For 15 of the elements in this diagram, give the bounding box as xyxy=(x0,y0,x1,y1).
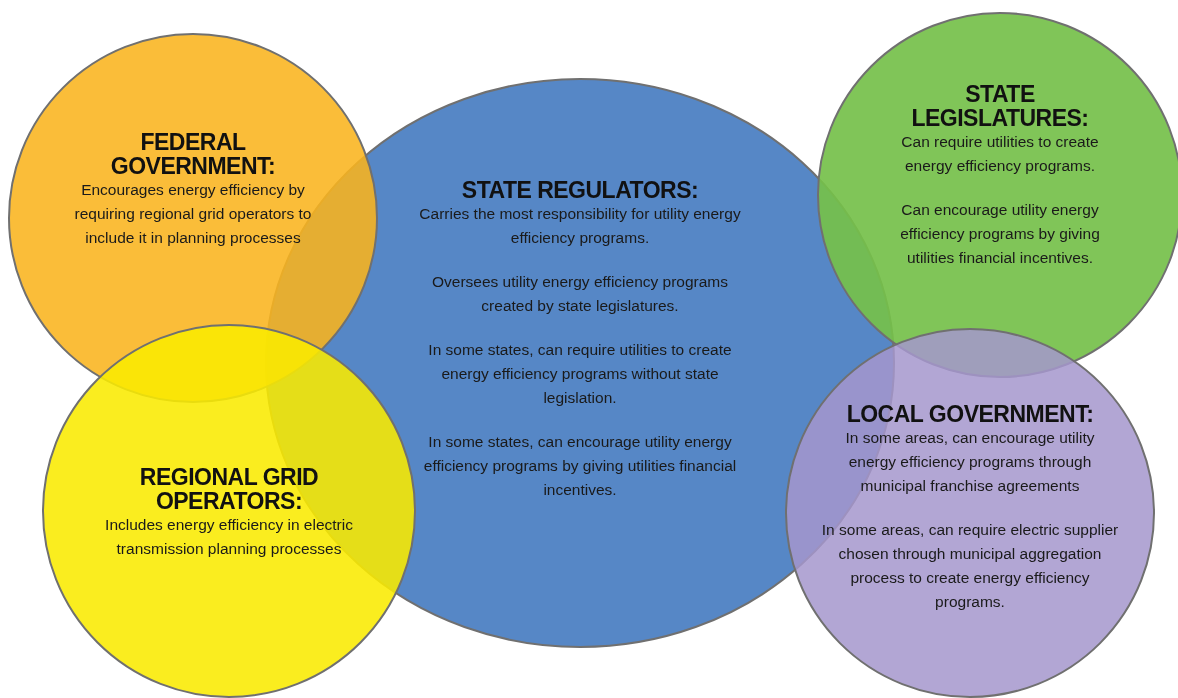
heading: REGIONAL GRID OPERATORS: xyxy=(138,465,320,513)
description: Carries the most responsibility for utility energy efficiency programs. xyxy=(418,204,742,248)
description: Can require utilities to create energy efficiency programs. xyxy=(900,132,1100,176)
description: Includes energy efficiency in electric transmission planning processes xyxy=(104,515,354,559)
description: In some states, can require utilities to create energy efficiency programs without state legislation. xyxy=(427,340,733,408)
description: In some states, can encourage utility energy efficiency programs by giving utilities financial incentives. xyxy=(422,432,738,500)
description: Oversees utility energy efficiency programs created by state legislatures. xyxy=(430,272,730,316)
heading: FEDERAL GOVERNMENT: xyxy=(109,130,277,178)
description: In some areas, can encourage utility energy efficiency programs through municipal franchise agreements xyxy=(844,428,1096,496)
description: Encourages energy efficiency by requiring regional grid operators to include it in planning processes xyxy=(73,180,313,248)
description: Can encourage utility energy efficiency programs by giving utilities financial incentives. xyxy=(899,200,1101,268)
description: In some areas, can require electric supplier chosen through municipal aggregation process to create energy efficiency programs. xyxy=(820,520,1120,612)
heading: STATE LEGISLATURES: xyxy=(910,82,1090,130)
heading: LOCAL GOVERNMENT: xyxy=(845,402,1095,426)
heading: STATE REGULATORS: xyxy=(460,178,700,202)
